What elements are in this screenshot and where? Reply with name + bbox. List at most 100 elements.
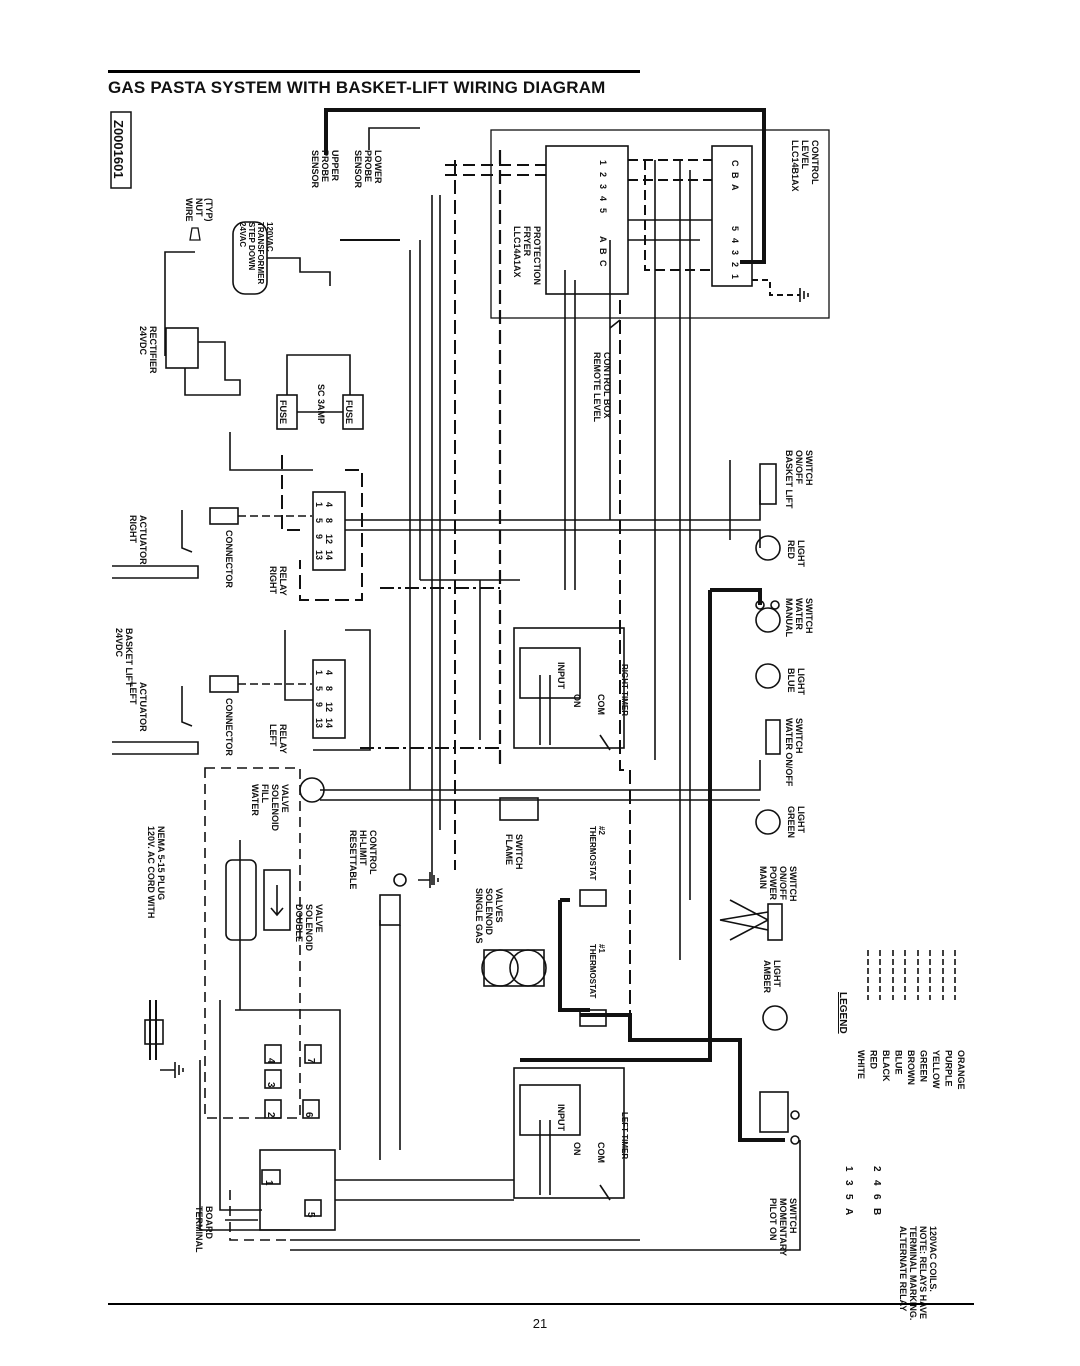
right-connector xyxy=(209,507,239,525)
gas-valve-a xyxy=(481,949,519,987)
label-water-switch: WATER ON/OFFSWITCH xyxy=(784,718,804,787)
left-relay-pin: 9 xyxy=(314,702,324,707)
protection-pin-top: 5 xyxy=(598,208,608,213)
level-control-module xyxy=(711,145,753,287)
terminal-1 xyxy=(261,1169,281,1185)
label-timer-on-l: ON xyxy=(572,1142,582,1156)
right-relay-pin: 4 xyxy=(324,502,334,507)
terminal-3 xyxy=(264,1069,282,1089)
ac-cord xyxy=(149,1000,157,1060)
protection-pin-top: 1 xyxy=(598,160,608,165)
right-relay-power xyxy=(229,432,313,471)
relay-row-b: 4 xyxy=(871,1180,882,1186)
legend-lines xyxy=(867,950,956,1000)
protection-pin-top: 4 xyxy=(598,196,608,201)
terminal-number: 2 xyxy=(265,1112,276,1118)
label-sensor-upper: SENSORPROBEUPPER xyxy=(310,150,340,189)
label-red-light: REDLIGHT xyxy=(786,540,806,567)
label-timer-on-r: ON xyxy=(572,694,582,708)
left-relay-pin: 1 xyxy=(314,670,324,675)
sensor-upper-wire xyxy=(324,108,766,264)
label-rectifier: 24VDCRECTIFIER xyxy=(138,326,158,374)
cross-wire-3 xyxy=(320,760,761,791)
heavy-water-circuit xyxy=(520,588,785,1142)
protection-wires xyxy=(628,159,712,181)
terminal-number: 6 xyxy=(303,1112,314,1118)
main-power-switch xyxy=(767,903,783,941)
left-relay-wires xyxy=(284,629,371,751)
left-relay-pin: 5 xyxy=(314,686,324,691)
terminal-board xyxy=(259,1149,336,1231)
label-timer-input-l: INPUT xyxy=(556,1104,566,1132)
label-ac-cord: 120V. AC CORD WITHNEMA 5-15 PLUG xyxy=(146,826,166,918)
double-valve-body xyxy=(225,859,257,941)
thermostat-2 xyxy=(579,889,607,907)
label-double-valve: DOUBLESOLENOIDVALVE xyxy=(294,904,324,952)
label-thermostat-2: THERMOSTAT#2 xyxy=(588,826,606,880)
label-pilot-switch: PILOT ONMOMENTARYSWITCH xyxy=(768,1198,798,1256)
left-relay-pin: 14 xyxy=(324,718,334,728)
left-relay-pin: 4 xyxy=(324,670,334,675)
amber-light xyxy=(762,1005,788,1031)
right-relay xyxy=(312,491,346,571)
level-ground xyxy=(752,279,800,296)
terminal-2 xyxy=(264,1099,282,1119)
label-timer-com-r: COM xyxy=(596,694,606,715)
level-pin-2: 2 xyxy=(730,262,740,267)
legend-item: BLACK xyxy=(881,1050,891,1082)
lower-dashed xyxy=(229,1190,290,1241)
pilot-switch xyxy=(759,1091,789,1133)
protection-pin-top: 3 xyxy=(598,184,608,189)
cross-wire-1 xyxy=(345,490,761,521)
transformer-wires xyxy=(164,251,331,356)
protection-to-level xyxy=(628,219,712,241)
thermostat-1 xyxy=(579,1009,607,1027)
right-relay-wires xyxy=(281,455,363,601)
right-relay-pin: 8 xyxy=(324,518,334,523)
legend-title: LEGEND xyxy=(837,992,848,1034)
relay-row-a: 5 xyxy=(843,1194,854,1200)
sensor-lower-wire xyxy=(368,127,420,150)
pilot-switch-contact-a xyxy=(790,1110,800,1120)
green-light xyxy=(755,809,781,835)
left-timer xyxy=(513,1067,625,1199)
terminal-number: 7 xyxy=(305,1058,316,1064)
label-timer-input-r: INPUT xyxy=(556,662,566,690)
label-sensor-lower: SENSORPROBELOWER xyxy=(353,150,383,189)
right-relay-pin: 5 xyxy=(314,518,324,523)
legend-item: BROWN xyxy=(906,1050,916,1085)
red-light xyxy=(755,535,781,561)
right-actuator-arm xyxy=(181,510,193,553)
right-actuator-body xyxy=(112,565,199,579)
label-drawing-id: Z0001601 xyxy=(111,120,126,179)
left-relay xyxy=(312,659,346,739)
left-connector xyxy=(209,675,239,693)
protection-pin-top: 2 xyxy=(598,172,608,177)
right-relay-pin: 12 xyxy=(324,534,334,544)
lower-wiring-1 xyxy=(199,1000,290,1231)
double-valve-arrow xyxy=(270,885,284,917)
label-right-connector: CONNECTOR xyxy=(224,530,234,588)
legend-item: BLUE xyxy=(894,1050,904,1075)
level-pin: A xyxy=(730,184,740,191)
label-fuse-left: FUSE xyxy=(278,400,288,424)
label-fryer-protection: LLC14A1AXFRYERPROTECTION xyxy=(512,226,542,285)
label-basket-lift: 24VDCBASKET LIFT xyxy=(114,628,134,687)
diagram-labels: SENSORPROBEUPPER SENSORPROBELOWER WIRENUT(… xyxy=(111,120,966,1320)
terminal-number: 4 xyxy=(265,1058,276,1064)
bus-dashed-4 xyxy=(644,160,712,271)
label-wire-nut: WIRENUT(TYP) xyxy=(184,198,214,222)
wire-nut xyxy=(189,227,201,241)
lower-wiring-5 xyxy=(379,920,401,1160)
label-right-actuator: RIGHTACTUATOR xyxy=(128,515,148,565)
dashed-top-bus xyxy=(445,164,546,176)
label-terminal-board: TERMINALBOARD xyxy=(194,1206,214,1253)
title-rule xyxy=(108,70,640,73)
cross-wire-2 xyxy=(345,529,761,548)
legend-item: WHITE xyxy=(856,1050,866,1079)
label-timer-com-l: COM xyxy=(596,1142,606,1163)
label-alternate-relay: ALTERNATE RELAYTERMINAL MARKING.NOTE: RE… xyxy=(898,1226,938,1320)
legend-item: RED xyxy=(869,1050,879,1070)
label-thermostat-1: THERMOSTAT#1 xyxy=(588,944,606,998)
right-relay-pin: 14 xyxy=(324,550,334,560)
